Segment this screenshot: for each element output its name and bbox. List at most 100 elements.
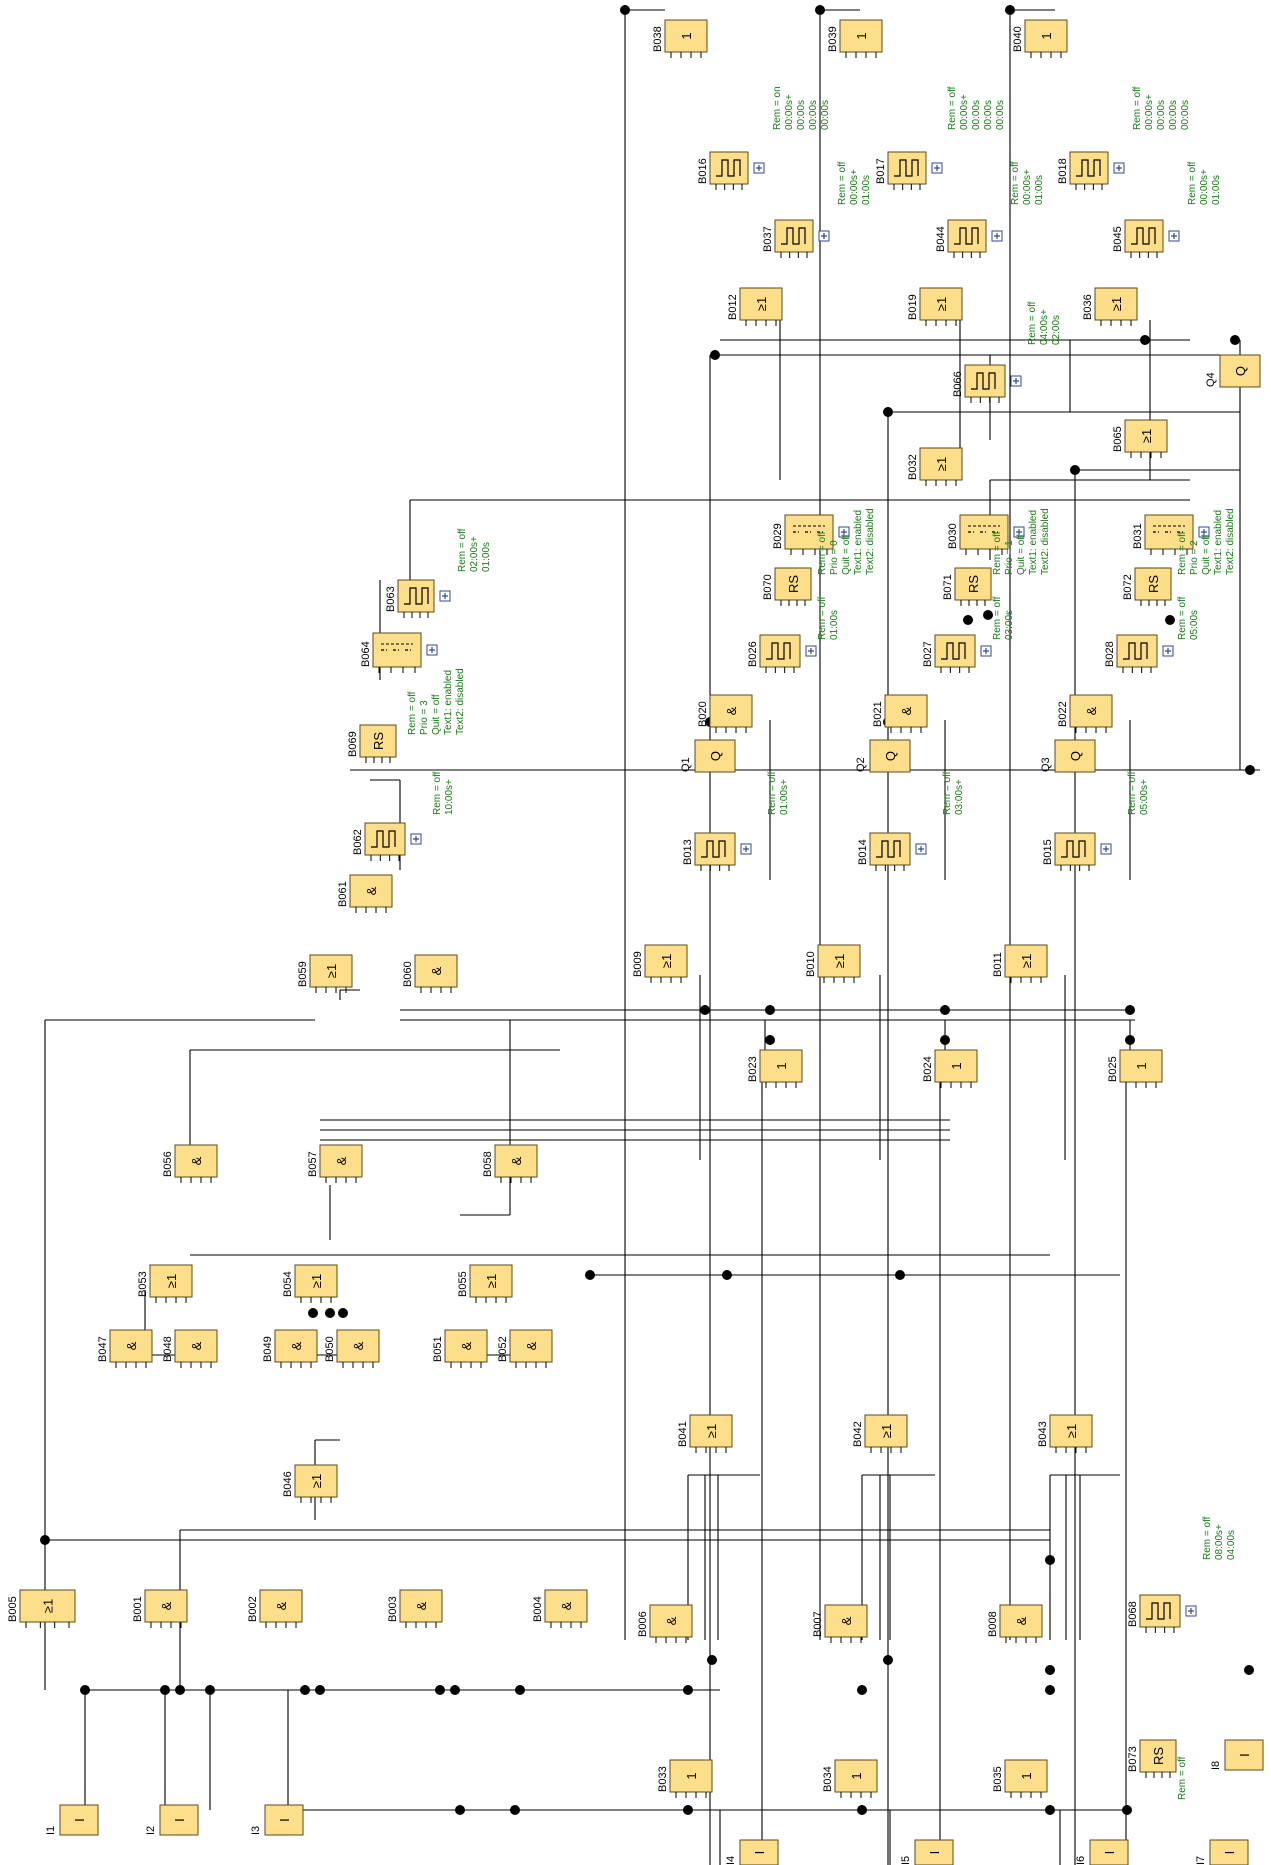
block-b001[interactable]: B001&	[132, 1589, 188, 1628]
io-q4[interactable]: Q4Q	[1205, 354, 1261, 388]
block-b008[interactable]: B008&	[987, 1604, 1043, 1643]
expand-plus-icon[interactable]	[740, 843, 752, 855]
io-i5[interactable]: I5I	[900, 1839, 954, 1865]
block-b059[interactable]: B059≥1	[297, 954, 353, 993]
block-b057[interactable]: B057&	[307, 1144, 363, 1183]
block-b021[interactable]: B021&	[872, 694, 928, 733]
expand-plus-icon[interactable]	[426, 644, 438, 656]
io-i7[interactable]: I7I	[1195, 1839, 1249, 1865]
block-b045[interactable]: B045	[1112, 219, 1180, 258]
block-b049[interactable]: B049&	[262, 1329, 318, 1368]
block-b016[interactable]: B016	[697, 151, 765, 190]
block-b002[interactable]: B002&	[247, 1589, 303, 1628]
block-b054[interactable]: B054≥1	[282, 1264, 338, 1303]
block-b013[interactable]: B013	[682, 832, 752, 871]
expand-plus-icon[interactable]	[915, 843, 927, 855]
io-i3[interactable]: I3I	[250, 1804, 304, 1836]
block-b030[interactable]: B030	[947, 514, 1025, 555]
block-b052[interactable]: B052&	[497, 1329, 553, 1368]
block-b026[interactable]: B026	[747, 634, 817, 673]
block-b050[interactable]: B050&	[324, 1329, 380, 1368]
block-b051[interactable]: B051&	[432, 1329, 488, 1368]
expand-plus-icon[interactable]	[838, 526, 850, 538]
block-b020[interactable]: B020&	[697, 694, 753, 733]
block-b042[interactable]: B042≥1	[852, 1414, 908, 1453]
io-i8[interactable]: I8I	[1210, 1739, 1264, 1771]
block-b015[interactable]: B015	[1042, 832, 1112, 871]
block-b014[interactable]: B014	[857, 832, 927, 871]
io-i4[interactable]: I4I	[725, 1839, 779, 1865]
block-b066[interactable]: B066	[952, 364, 1022, 403]
block-b012[interactable]: B012≥1	[727, 287, 783, 326]
block-b060[interactable]: B060&	[402, 954, 458, 993]
io-i1[interactable]: I1I	[45, 1804, 99, 1836]
expand-plus-icon[interactable]	[410, 833, 422, 845]
expand-plus-icon[interactable]	[805, 645, 817, 657]
block-b058[interactable]: B058&	[482, 1144, 538, 1183]
expand-plus-icon[interactable]	[1100, 843, 1112, 855]
block-b019[interactable]: B019≥1	[907, 287, 963, 326]
expand-plus-icon[interactable]	[818, 230, 830, 242]
block-b041[interactable]: B041≥1	[677, 1414, 733, 1453]
block-b028[interactable]: B028	[1104, 634, 1174, 673]
expand-plus-icon[interactable]	[980, 645, 992, 657]
block-b065[interactable]: B065≥1	[1112, 419, 1168, 458]
block-b048[interactable]: B048&	[162, 1329, 218, 1368]
block-b061[interactable]: B061&	[337, 874, 393, 913]
block-b068[interactable]: B068	[1127, 1594, 1197, 1633]
block-b009[interactable]: B009≥1	[632, 944, 688, 983]
expand-plus-icon[interactable]	[931, 162, 943, 174]
block-b032[interactable]: B032≥1	[907, 447, 963, 486]
block-b056[interactable]: B056&	[162, 1144, 218, 1183]
block-b003[interactable]: B003&	[387, 1589, 443, 1628]
block-b010[interactable]: B010≥1	[805, 944, 861, 983]
block-b029[interactable]: B029	[772, 514, 850, 555]
block-b036[interactable]: B036≥1	[1082, 287, 1138, 326]
io-q2[interactable]: Q2Q	[855, 739, 911, 773]
block-b011[interactable]: B011≥1	[992, 944, 1048, 983]
block-b018[interactable]: B018	[1057, 151, 1125, 190]
expand-plus-icon[interactable]	[1013, 526, 1025, 538]
io-q3[interactable]: Q3Q	[1040, 739, 1096, 773]
block-b062[interactable]: B062	[352, 822, 422, 861]
io-q1[interactable]: Q1Q	[680, 739, 736, 773]
io-i2[interactable]: I2I	[145, 1804, 199, 1836]
block-b031[interactable]: B031	[1132, 514, 1210, 555]
block-b063[interactable]: B063	[385, 579, 451, 618]
block-b046[interactable]: B046≥1	[282, 1464, 338, 1503]
io-i6[interactable]: I6I	[1075, 1839, 1129, 1865]
expand-plus-icon[interactable]	[1168, 230, 1180, 242]
expand-plus-icon[interactable]	[1162, 645, 1174, 657]
expand-plus-icon[interactable]	[1185, 1605, 1197, 1617]
expand-plus-icon[interactable]	[439, 590, 451, 602]
block-b017[interactable]: B017	[875, 151, 943, 190]
block-b005[interactable]: B005≥1	[7, 1589, 76, 1628]
block-b047[interactable]: B047&	[97, 1329, 153, 1368]
block-b027[interactable]: B027	[922, 634, 992, 673]
expand-plus-icon[interactable]	[1198, 526, 1210, 538]
expand-plus-icon[interactable]	[1113, 162, 1125, 174]
block-b006[interactable]: B006&	[637, 1604, 693, 1643]
block-b064[interactable]: B064	[360, 632, 438, 673]
block-b022[interactable]: B022&	[1057, 694, 1113, 733]
block-b043[interactable]: B043≥1	[1037, 1414, 1093, 1453]
block-b004[interactable]: B004&	[532, 1589, 588, 1628]
expand-plus-icon[interactable]	[1010, 375, 1022, 387]
block-b055[interactable]: B055≥1	[457, 1264, 513, 1303]
block-b007[interactable]: B007&	[812, 1604, 868, 1643]
expand-plus-icon[interactable]	[991, 230, 1003, 242]
